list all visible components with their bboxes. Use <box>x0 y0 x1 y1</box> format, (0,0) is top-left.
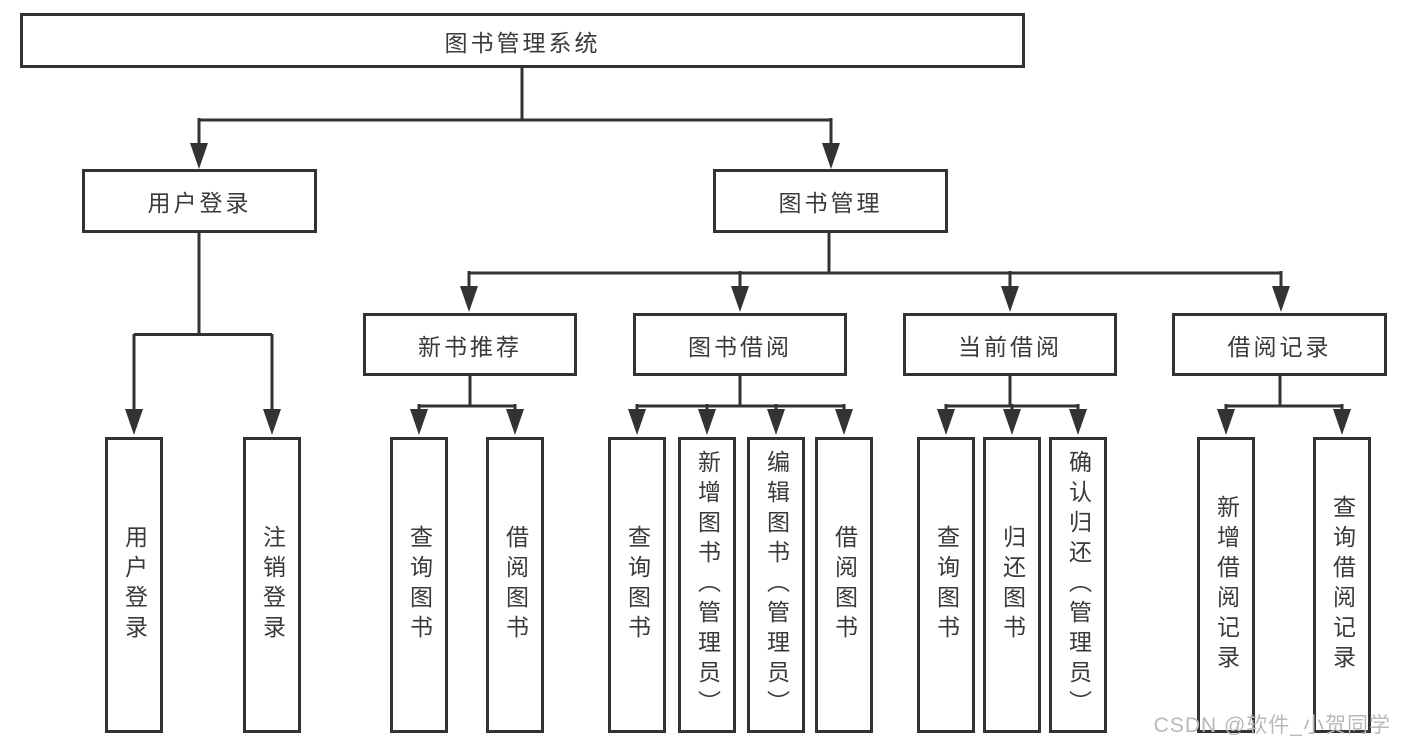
arrowhead <box>698 409 716 435</box>
node-book-borrow: 图书借阅 <box>633 313 847 376</box>
arrowhead <box>125 409 143 435</box>
arrowhead <box>410 409 428 435</box>
leaf-add-borrow-record: 新增借阅记录 <box>1197 437 1255 733</box>
connector-book-borrow <box>635 376 846 411</box>
connector-user-login <box>132 233 274 411</box>
arrowhead <box>835 409 853 435</box>
node-borrow-records: 借阅记录 <box>1172 313 1387 376</box>
node-label: 查询图书 <box>933 525 960 645</box>
leaf-confirm-return-admin: 确认归还（管理员） <box>1049 437 1107 733</box>
node-label: 新书推荐 <box>418 333 522 360</box>
leaf-logout: 注销登录 <box>243 437 301 733</box>
leaf-return-books: 归还图书 <box>983 437 1041 733</box>
leaf-user-login: 用户登录 <box>105 437 163 733</box>
arrowhead <box>822 143 840 169</box>
node-label: 借阅记录 <box>1227 333 1332 360</box>
node-label: 用户登录 <box>147 190 252 216</box>
node-label: 归还图书 <box>999 525 1026 645</box>
leaf-query-books-recommend: 查询图书 <box>390 437 448 733</box>
node-book-management: 图书管理 <box>713 169 948 233</box>
arrowhead <box>1069 409 1087 435</box>
arrowhead <box>1272 286 1290 312</box>
connector-root <box>197 68 833 145</box>
leaf-query-borrow-record: 查询借阅记录 <box>1313 437 1371 733</box>
node-label: 确认归还（管理员） <box>1065 450 1092 720</box>
node-label: 借阅图书 <box>831 525 858 645</box>
node-label: 注销登录 <box>259 525 286 645</box>
leaf-query-books-current: 查询图书 <box>917 437 975 733</box>
arrowheads <box>125 143 1351 435</box>
node-new-book-recommend: 新书推荐 <box>363 313 577 376</box>
node-label: 编辑图书（管理员） <box>763 450 790 720</box>
node-label: 查询借阅记录 <box>1329 495 1356 675</box>
node-label: 图书借阅 <box>688 333 792 360</box>
arrowhead <box>628 409 646 435</box>
arrowhead <box>731 286 749 312</box>
node-label: 借阅图书 <box>502 525 529 645</box>
arrowhead <box>937 409 955 435</box>
csdn-watermark: CSDN @软件_小贺同学 <box>1153 714 1391 737</box>
node-label: 图书管理 <box>778 190 883 216</box>
node-label: 图书管理系统 <box>444 29 601 56</box>
connector-current-borrow <box>944 376 1080 411</box>
node-label: 新增图书（管理员） <box>694 450 721 720</box>
leaf-borrow-books: 借阅图书 <box>815 437 873 733</box>
node-label: 用户登录 <box>121 525 148 645</box>
connector-book-management <box>467 233 1283 288</box>
arrowhead <box>190 143 208 169</box>
node-label: 当前借阅 <box>958 333 1062 360</box>
leaf-borrow-books-recommend: 借阅图书 <box>486 437 544 733</box>
arrowhead <box>767 409 785 435</box>
arrowhead <box>1333 409 1351 435</box>
arrowhead <box>460 286 478 312</box>
arrowhead <box>263 409 281 435</box>
arrowhead <box>1003 409 1021 435</box>
node-label: 查询图书 <box>624 525 651 645</box>
node-current-borrow: 当前借阅 <box>903 313 1117 376</box>
node-label: 新增借阅记录 <box>1213 495 1240 675</box>
arrowhead <box>1001 286 1019 312</box>
arrowhead <box>506 409 524 435</box>
leaf-add-book-admin: 新增图书（管理员） <box>678 437 736 733</box>
leaf-query-books-borrow: 查询图书 <box>608 437 666 733</box>
node-user-login: 用户登录 <box>82 169 317 233</box>
connector-borrow-records <box>1224 376 1344 411</box>
node-label: 查询图书 <box>406 525 433 645</box>
leaf-edit-book-admin: 编辑图书（管理员） <box>747 437 805 733</box>
connector-new-book-recommend <box>417 376 517 411</box>
arrowhead <box>1217 409 1235 435</box>
node-book-management-system: 图书管理系统 <box>20 13 1025 68</box>
